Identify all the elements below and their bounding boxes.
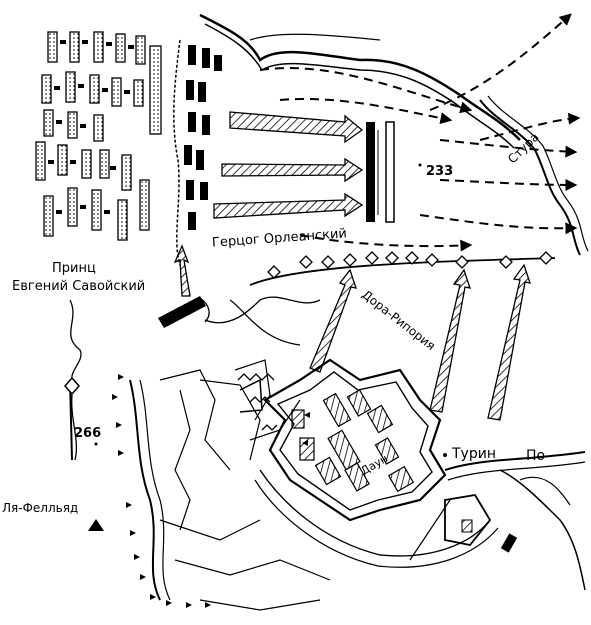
river-top: [199, 13, 521, 149]
roads: [69, 296, 321, 461]
turin-marker: [443, 453, 447, 457]
french-troops: [184, 45, 222, 230]
hatched-arrow-icon: [429, 268, 471, 413]
label-daun: Даун: [359, 452, 391, 478]
river-po: [409, 451, 586, 591]
hatched-arrow-icon: [213, 192, 364, 219]
siege-works: [129, 359, 331, 611]
city-blocks: [291, 389, 415, 493]
hill-233-marker: [418, 163, 422, 167]
siege-ticks: [112, 374, 310, 608]
attack-arrows-east: [213, 111, 364, 219]
west-road: [64, 376, 80, 461]
waypoint-icon: [64, 376, 80, 396]
label-stura: Стура: [505, 130, 541, 166]
zigzag-lines: [237, 373, 278, 431]
hatched-arrow-icon: [173, 244, 191, 297]
orleans-force: [366, 121, 395, 223]
label-dora-riparia: Дора-Рипория: [359, 287, 438, 353]
hill-266-marker: [94, 442, 98, 446]
label-po: По: [526, 448, 545, 464]
march-line: [249, 251, 556, 286]
hatched-arrow-icon: [487, 263, 531, 421]
label-turin: Турин: [451, 446, 496, 462]
turin-fortress: [254, 358, 499, 568]
label-la-fellyad: Ля-Фелльяд: [2, 501, 78, 515]
hatched-arrow-icon: [229, 111, 364, 144]
movement-arrows: [259, 13, 581, 252]
label-prince-line2: Евгений Савойский: [12, 279, 145, 294]
label-hill-266: 266: [74, 426, 101, 441]
attack-arrows-north: [173, 244, 531, 421]
label-duke: Герцог Орлеанский: [212, 226, 348, 250]
french-line: [173, 39, 181, 266]
citadel: [444, 494, 518, 553]
prince-eugene-hq: [158, 296, 210, 328]
triangle-peak-icon: [88, 519, 104, 531]
hatched-arrow-icon: [309, 268, 357, 373]
allied-formations: [35, 31, 162, 241]
label-hill-233: 233: [426, 164, 453, 179]
hatched-arrow-icon: [221, 157, 364, 183]
label-prince-line1: Принц: [52, 261, 96, 276]
